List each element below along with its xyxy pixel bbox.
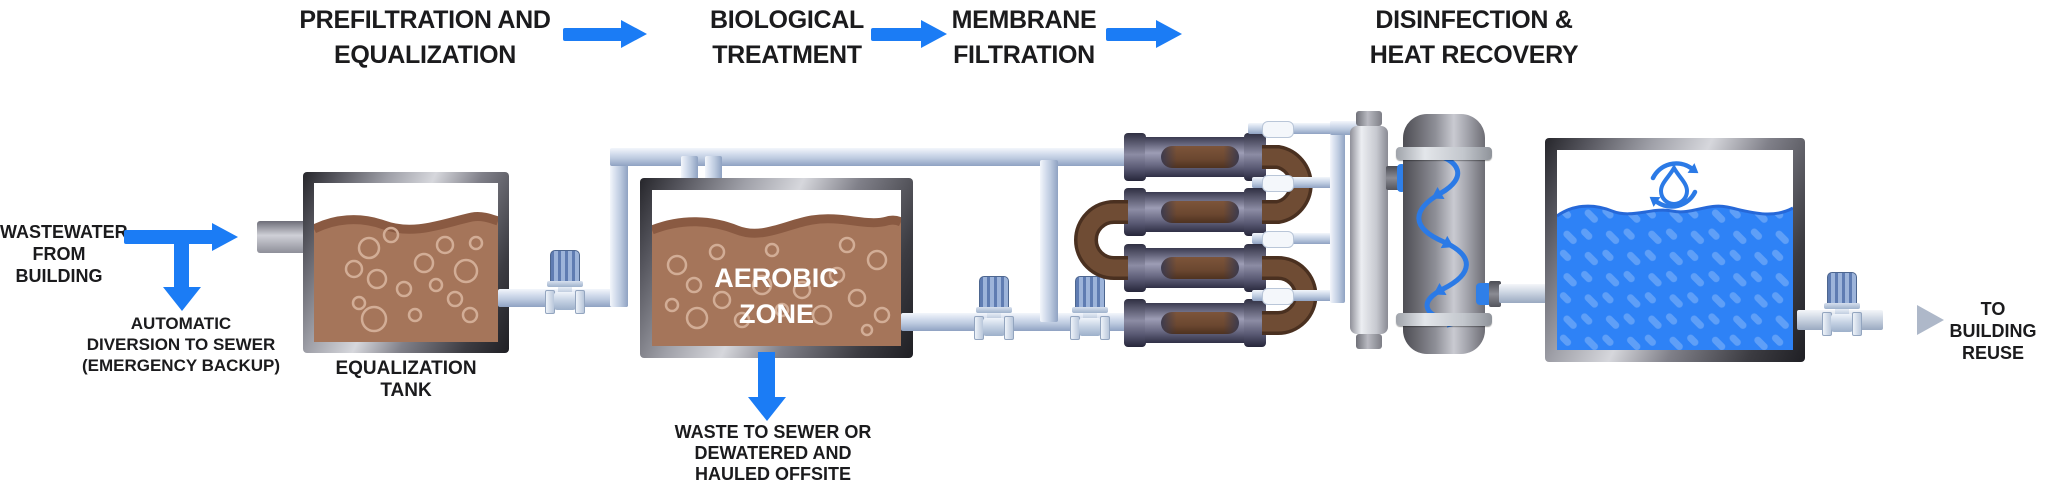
pump-reuse bbox=[1822, 272, 1862, 336]
water-recycle-icon bbox=[1649, 161, 1699, 209]
flow-arrow-icon bbox=[1106, 19, 1182, 49]
uv-reactor-cap bbox=[1356, 111, 1382, 126]
membrane-module-1 bbox=[1124, 133, 1266, 181]
permeate-manifold bbox=[1330, 121, 1345, 303]
pipe-coupling bbox=[1262, 231, 1294, 248]
vessel-outlet-cap bbox=[1476, 283, 1492, 305]
aerobic-zone-label: AEROBIC ZONE bbox=[714, 263, 839, 329]
vessel-band bbox=[1396, 313, 1492, 326]
inlet-label: WASTEWATER FROM BUILDING bbox=[0, 222, 128, 286]
inlet-flow-arrow-icon bbox=[124, 223, 238, 253]
permeate-pipe-3 bbox=[1252, 233, 1340, 244]
clean-water-tank bbox=[1545, 138, 1805, 362]
membrane-module-4 bbox=[1124, 299, 1266, 347]
equalization-tank bbox=[303, 172, 509, 353]
pump-membrane-1 bbox=[974, 276, 1014, 340]
stage-title-membrane: MEMBRANE FILTRATION bbox=[951, 6, 1097, 69]
uv-reactor bbox=[1350, 126, 1388, 334]
waste-arrow-icon bbox=[748, 397, 786, 421]
aerobic-tank-liquid bbox=[652, 214, 901, 346]
diversion-arrow-icon bbox=[163, 287, 201, 311]
pump-equalization bbox=[545, 250, 585, 314]
vessel-outlet-collar bbox=[1489, 281, 1501, 307]
reuse-arrow-icon bbox=[1917, 305, 1944, 335]
pipe-to-clean-tank bbox=[1499, 284, 1551, 303]
stage-title-prefiltration: PREFILTRATION AND EQUALIZATION bbox=[299, 6, 551, 69]
pipe-coupling bbox=[1262, 175, 1294, 192]
pipe-riser bbox=[610, 156, 628, 307]
pump-membrane-2 bbox=[1070, 276, 1110, 340]
permeate-pipe-4 bbox=[1252, 290, 1340, 301]
inlet-pipe bbox=[257, 221, 307, 253]
reuse-label: TO BUILDING REUSE bbox=[1949, 299, 2037, 363]
uv-reactor-cap bbox=[1356, 334, 1382, 349]
flow-arrow-icon bbox=[871, 19, 947, 49]
pipe-coupling bbox=[1262, 121, 1294, 138]
waste-label: WASTE TO SEWER OR DEWATERED AND HAULED O… bbox=[674, 422, 872, 484]
stage-title-biological: BIOLOGICAL TREATMENT bbox=[710, 6, 864, 69]
equalization-tank-liquid bbox=[314, 212, 498, 342]
membrane-module-3 bbox=[1124, 244, 1266, 292]
permeate-pipe-2 bbox=[1252, 177, 1340, 188]
pipe-top-run bbox=[610, 148, 1129, 166]
pipe-tee-riser bbox=[1040, 160, 1058, 322]
diversion-label: AUTOMATIC DIVERSION TO SEWER (EMERGENCY … bbox=[81, 314, 281, 375]
permeate-pipe-1 bbox=[1248, 123, 1340, 134]
stage-title-disinfection: DISINFECTION & HEAT RECOVERY bbox=[1369, 6, 1579, 69]
clean-water bbox=[1557, 204, 1793, 350]
equalization-tank-label: EQUALIZATION TANK bbox=[335, 358, 477, 401]
membrane-module-2 bbox=[1124, 188, 1266, 236]
uv-port bbox=[1386, 166, 1400, 190]
flow-arrow-icon bbox=[563, 19, 647, 49]
diversion-arrow-shaft bbox=[174, 244, 189, 288]
uv-port-cap bbox=[1397, 164, 1406, 192]
waste-arrow-shaft bbox=[758, 352, 775, 398]
vessel-band bbox=[1396, 147, 1492, 160]
aerobic-tank: AEROBIC ZONE bbox=[640, 178, 913, 358]
pipe-coupling bbox=[1262, 288, 1294, 305]
